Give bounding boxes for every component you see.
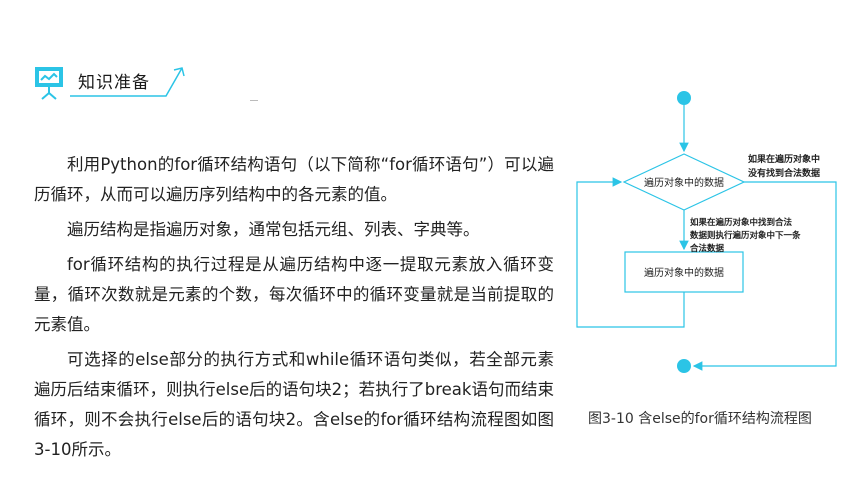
figure-caption: 图3-10 含else的for循环结构流程图 [588,411,812,427]
no-data-label: 如果在遍历对象中 [748,153,820,165]
header-underline-arrow [70,67,185,97]
paragraph: 利用Python的for循环结构语句（以下简称“for循环语句”）可以遍历循环，… [34,155,554,204]
has-data-label: 数据则执行遍历对象中下一条 [690,230,801,241]
loop-back-arrow [576,177,685,328]
process-box [624,251,744,293]
no-data-label: 没有找到合法数据 [748,167,820,179]
end-node [677,359,691,373]
divider [250,100,258,101]
paragraph: 可选择的else部分的执行方式和while循环语句类似，若全部元素遍历后结束循环… [34,350,554,459]
presentation-board-icon [35,67,63,100]
exit-arrow [692,181,837,371]
paragraph: for循环结构的执行过程是从遍历结构中逐一提取元素放入循环变量，循环次数就是元素… [34,255,554,334]
for-else-flowchart: 遍历对象中的数据 遍历对象中的数据 如果在遍历对象中 没有找到合法数据 如果在遍… [576,91,837,373]
paragraph: 遍历结构是指遍历对象，通常包括元组、列表、字典等。 [67,220,480,239]
section-title: 知识准备 [78,73,150,93]
body-text: 利用Python的for循环结构语句（以下简称“for循环语句”）可以遍历循环，… [34,150,554,470]
start-node [677,91,691,105]
has-data-label: 合法数据 [689,243,725,254]
has-data-label: 如果在遍历对象中找到合法 [690,217,793,228]
process-label: 遍历对象中的数据 [644,266,724,279]
decision-label: 遍历对象中的数据 [644,176,724,189]
